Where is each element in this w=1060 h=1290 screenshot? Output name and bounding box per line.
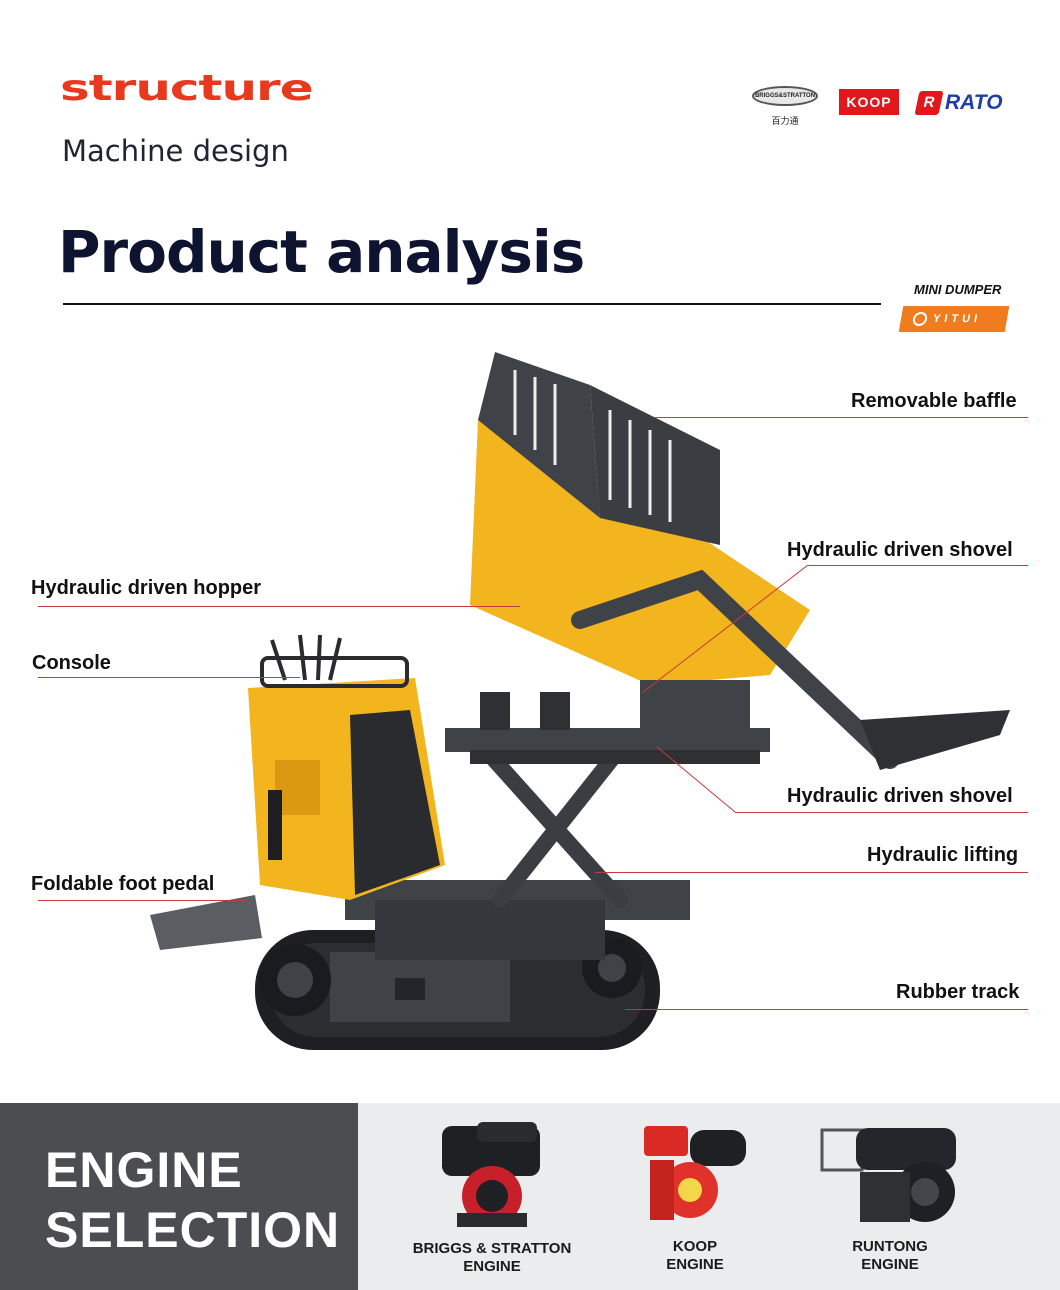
callout-line-track: [625, 1009, 1028, 1010]
mini-dumper-illustration: [150, 352, 1010, 1050]
briggs-logo-cn: 百力通: [771, 117, 799, 127]
hopper-shape: [470, 352, 810, 685]
foot-pedal-shape: [150, 895, 262, 950]
briggs-logo: BRIGGS&STRATTON 百力通: [752, 86, 818, 127]
callout-console: Console: [32, 652, 111, 674]
mini-dumper-label: MINI DUMPER: [914, 282, 1002, 297]
callout-line-console: [38, 677, 300, 678]
callout-hydraulic-hopper: Hydraulic driven hopper: [31, 577, 262, 599]
callout-line-hopper: [38, 606, 520, 607]
callout-line-shovel-top: [808, 565, 1028, 566]
callout-hydraulic-shovel-top: Hydraulic driven shovel: [787, 539, 1013, 561]
callout-hydraulic-shovel-bottom: Hydraulic driven shovel: [787, 785, 1013, 807]
briggs-engine-image: [442, 1122, 540, 1227]
rato-mark-icon: R: [914, 91, 944, 115]
shovel-bucket-shape: [860, 710, 1010, 770]
callout-rubber-track: Rubber track: [896, 981, 1020, 1003]
subtitle: Machine design: [62, 134, 289, 168]
callout-line-baffle: [655, 417, 1028, 418]
koop-engine-image: [644, 1126, 746, 1220]
page-title: Product analysis: [58, 218, 585, 286]
engine-selection-title: ENGINE SELECTION: [45, 1142, 341, 1258]
briggs-logo-text: BRIGGS&STRATTON: [752, 86, 818, 106]
shovel-arm-shape: [571, 569, 899, 769]
title-divider: [63, 303, 881, 305]
callout-diagonal-shovel-top: [641, 565, 809, 694]
callout-line-shovel-bottom: [735, 812, 1028, 813]
engine-option-koop: KOOP ENGINE: [666, 1238, 724, 1273]
callout-line-pedal: [38, 900, 248, 901]
scissor-lift-shape: [482, 747, 628, 908]
rato-logo-text: RATO: [945, 91, 1003, 114]
callout-removable-baffle: Removable baffle: [851, 390, 1017, 412]
yitui-badge: YITUI: [898, 306, 1010, 332]
callout-foldable-pedal: Foldable foot pedal: [31, 873, 215, 895]
runtong-engine-image: [820, 1128, 956, 1222]
engine-option-briggs: BRIGGS & STRATTON ENGINE: [412, 1240, 572, 1275]
engine-housing-shape: [248, 678, 445, 900]
rato-logo: R RATO: [914, 90, 1003, 116]
engine-option-runtong: RUNTONG ENGINE: [852, 1238, 928, 1273]
callout-hydraulic-lifting: Hydraulic lifting: [867, 844, 1019, 866]
engine-selection-panel: [0, 1103, 358, 1290]
callout-diagonal-shovel-bottom: [656, 746, 736, 813]
yitui-text: YITUI: [931, 313, 983, 325]
console-shape: [260, 634, 409, 688]
callout-line-lifting: [595, 872, 1028, 873]
yitui-logo-icon: [911, 312, 929, 326]
koop-logo: KOOP: [839, 89, 899, 115]
structure-title: structure: [60, 67, 314, 109]
